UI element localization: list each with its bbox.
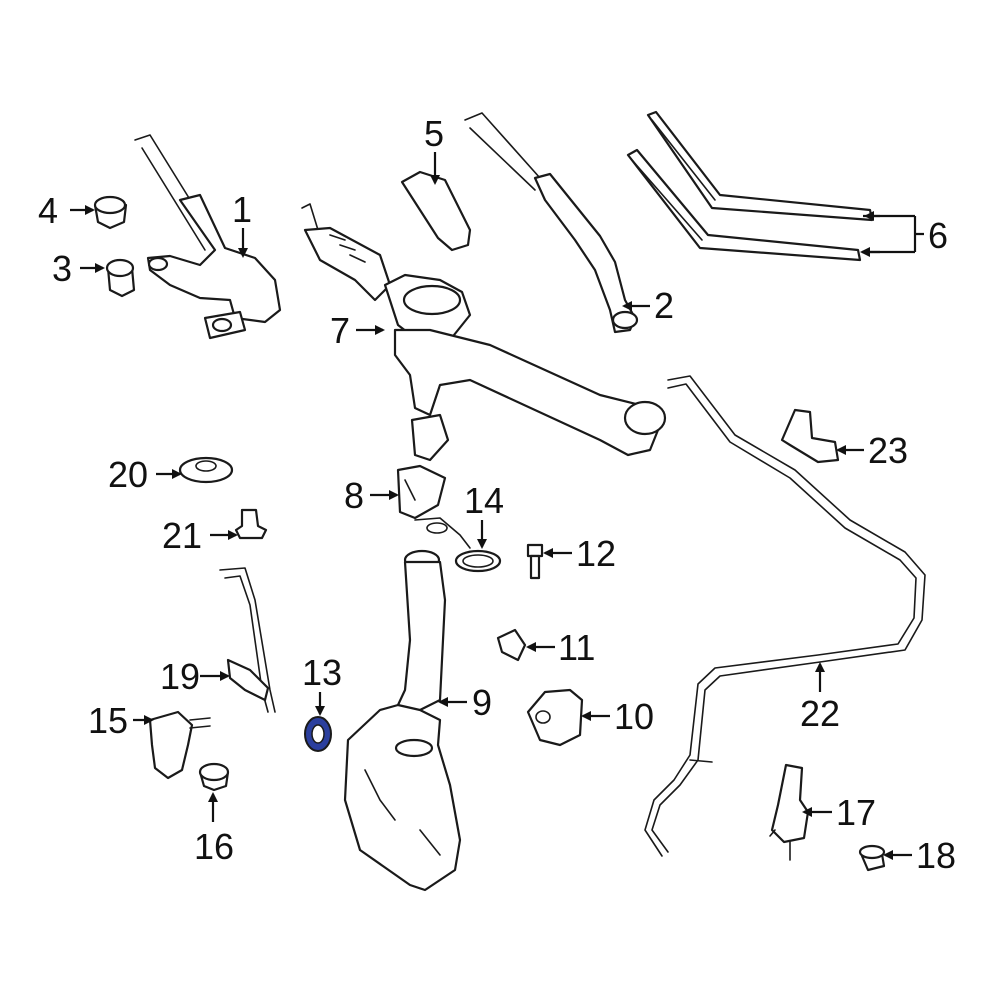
part-6-wiper-blades[interactable] [626, 110, 874, 262]
callout-14: 14 [464, 480, 504, 521]
part-4-cap[interactable] [93, 195, 128, 230]
callout-6: 6 [928, 215, 948, 256]
callout-19: 19 [160, 656, 200, 697]
part-13-grommet-highlighted[interactable] [304, 716, 332, 752]
part-14-seal[interactable] [414, 517, 502, 573]
part-19-hose-bracket[interactable] [219, 567, 276, 713]
callout-2: 2 [654, 285, 674, 326]
callout-12: 12 [576, 533, 616, 574]
part-5-cover[interactable] [400, 170, 472, 252]
callout-22: 22 [800, 693, 840, 734]
part-1-wiper-arm-left[interactable] [134, 134, 282, 340]
part-16-plug[interactable] [198, 762, 230, 792]
part-2-wiper-arm-right[interactable] [464, 112, 639, 334]
callout-16: 16 [194, 826, 234, 867]
callout-21: 21 [162, 515, 202, 556]
callout-17: 17 [836, 792, 876, 833]
callout-10: 10 [614, 696, 654, 737]
callout-3: 3 [52, 248, 72, 289]
part-17-washer-pump[interactable] [769, 763, 810, 861]
callout-13: 13 [302, 652, 342, 693]
part-8-bracket[interactable] [396, 464, 447, 520]
callout-1: 1 [232, 189, 252, 230]
callout-9: 9 [472, 682, 492, 723]
part-7-wiper-linkage[interactable] [301, 203, 667, 462]
part-20-grommet[interactable] [178, 456, 234, 484]
callout-18: 18 [916, 835, 956, 876]
callout-20: 20 [108, 454, 148, 495]
part-10-bracket[interactable] [526, 688, 584, 747]
callout-5: 5 [424, 113, 444, 154]
part-22-washer-hose[interactable] [644, 375, 926, 857]
leader-arrows [70, 152, 924, 860]
callout-labels: 1 2 3 4 5 6 7 8 9 10 11 12 13 14 15 16 1… [38, 113, 956, 876]
callout-23: 23 [868, 430, 908, 471]
callout-11: 11 [558, 627, 595, 668]
part-11-clip[interactable] [496, 628, 527, 662]
callout-7: 7 [330, 310, 350, 351]
part-9-washer-reservoir[interactable] [343, 549, 462, 892]
part-21-plug[interactable] [234, 508, 268, 540]
part-3-nut-cap[interactable] [105, 258, 136, 298]
part-23-clip[interactable] [780, 408, 840, 464]
part-12-bolt[interactable] [526, 543, 544, 580]
callout-4: 4 [38, 190, 58, 231]
part-15-pump[interactable] [148, 710, 211, 780]
callout-15: 15 [88, 700, 128, 741]
part-18-grommet[interactable] [858, 844, 886, 872]
callout-8: 8 [344, 475, 364, 516]
